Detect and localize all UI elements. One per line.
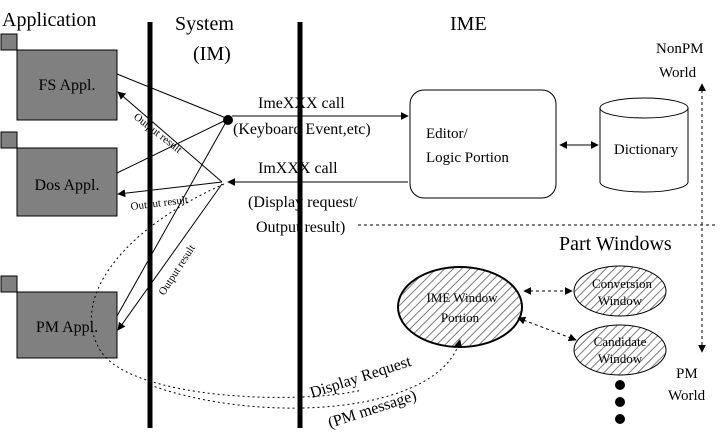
ime-to-candidate-arrow (517, 316, 577, 342)
more-windows-dot-3 (615, 414, 625, 424)
ime-window-portion-label: Portion (441, 310, 480, 325)
dos-appl-label: Dos Appl. (35, 177, 100, 194)
pm-appl-box: PM Appl. (0, 275, 118, 359)
conversion-window: Conversion Window (573, 265, 667, 317)
logic-portion-label: Logic Portion (426, 150, 509, 166)
candidate-window-label: Candidate (594, 334, 647, 349)
output-result-pm-arrow (117, 183, 223, 331)
candidate-window-label-2: Window (598, 351, 643, 366)
imxxx-display-request-label: (Display request/ (248, 194, 358, 211)
more-windows-dot-2 (615, 397, 625, 407)
header-system-im: (IM) (193, 43, 231, 65)
candidate-window: Candidate Window (573, 324, 667, 376)
fs-appl-label: FS Appl. (39, 77, 96, 94)
pm-to-system-line (116, 121, 227, 317)
imxxx-call-label: ImXXX call (258, 160, 338, 177)
editor-logic-portion-box: Editor/ Logic Portion (409, 89, 557, 199)
ime-window-label: IME Window (426, 290, 498, 305)
imxxx-output-result-label: Output result) (256, 219, 345, 236)
pm-message-label: (PM message) (326, 387, 419, 432)
output-result-pm-label: Output result (156, 243, 198, 298)
header-system: System (175, 13, 234, 35)
system-junction-dot (223, 115, 233, 125)
pm-world-label: PM (676, 366, 698, 382)
display-request-curve-to-ime-window (149, 339, 462, 409)
header-ime: IME (450, 13, 487, 35)
fs-to-system-line (116, 73, 227, 119)
nonpm-world-label-2: World (659, 65, 697, 81)
pm-appl-label: PM Appl. (36, 319, 98, 336)
dos-appl-box: Dos Appl. (0, 131, 118, 217)
conversion-window-label-2: Window (598, 293, 643, 308)
output-result-dos-label: Output result (130, 194, 189, 213)
conversion-window-label: Conversion (592, 276, 652, 291)
dictionary-cylinder: Dictionary (599, 97, 689, 193)
imexxx-call-sub-label: (Keyboard Event,etc) (233, 121, 371, 138)
editor-label: Editor/ (426, 126, 468, 142)
header-application: Application (2, 9, 96, 31)
dos-to-system-line (116, 119, 227, 174)
imexxx-call-label: ImeXXX call (258, 95, 345, 112)
part-windows-label: Part Windows (559, 233, 672, 255)
output-result-fs-arrow (117, 91, 223, 183)
dictionary-label: Dictionary (614, 142, 679, 158)
display-request-curve-from-dos (90, 183, 363, 398)
fs-appl-box: FS Appl. (0, 33, 118, 121)
more-windows-dot-1 (615, 380, 625, 390)
nonpm-world-label: NonPM (656, 41, 704, 57)
ime-window-portion: IME Window Portion (397, 266, 523, 348)
pm-world-label-2: World (668, 388, 706, 404)
output-result-dos-arrow (117, 181, 223, 198)
output-result-fs-label: Output result (131, 111, 184, 156)
